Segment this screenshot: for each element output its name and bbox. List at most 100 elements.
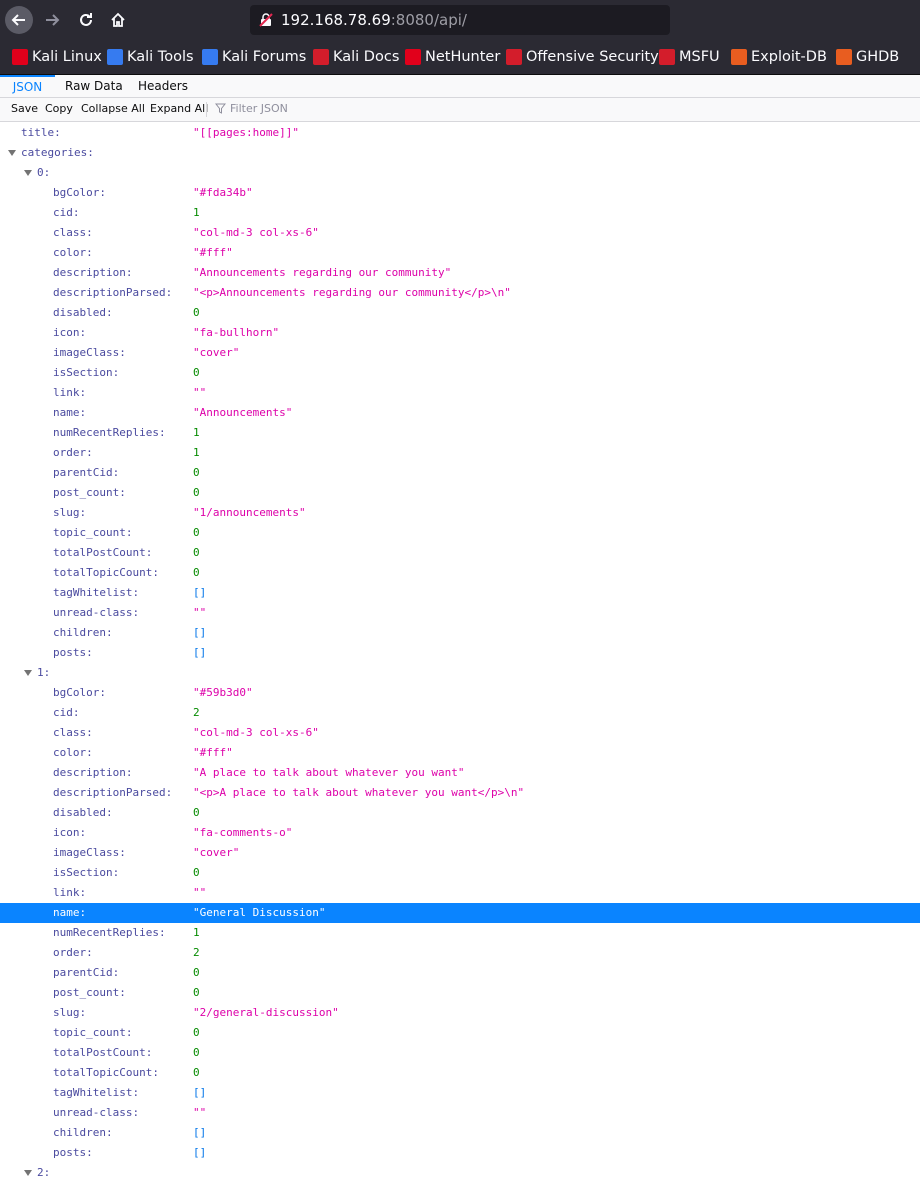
json-row[interactable]: bgColor:"#fda34b" [0, 183, 920, 203]
json-row[interactable]: title:"[[pages:home]]" [0, 123, 920, 143]
bookmark-kali-docs[interactable]: Kali Docs [313, 48, 399, 66]
filter-json-input[interactable]: Filter JSON [215, 102, 288, 115]
bookmark-label: MSFU [679, 49, 720, 65]
json-row[interactable]: 0: [0, 163, 920, 183]
expand-toggle-icon[interactable] [24, 1170, 32, 1176]
json-row[interactable]: cid:2 [0, 703, 920, 723]
json-row[interactable]: disabled:0 [0, 803, 920, 823]
json-row[interactable]: descriptionParsed:"<p>Announcements rega… [0, 283, 920, 303]
bookmark-ghdb[interactable]: GHDB [836, 48, 899, 66]
save-button[interactable]: Save [11, 102, 39, 115]
json-key: cid: [53, 706, 80, 719]
json-row[interactable]: order:2 [0, 943, 920, 963]
bookmark-offsec[interactable]: Offensive Security [506, 48, 659, 66]
json-row[interactable]: bgColor:"#59b3d0" [0, 683, 920, 703]
tab-headers[interactable]: Headers [138, 79, 188, 93]
json-key: imageClass: [53, 846, 126, 859]
toolbar-spacer [672, 0, 920, 40]
json-key: color: [53, 746, 93, 759]
json-value: [] [193, 1086, 207, 1099]
tab-json[interactable]: JSON [0, 75, 55, 97]
insecure-lock-icon[interactable] [259, 13, 273, 27]
expand-toggle-icon[interactable] [24, 170, 32, 176]
json-row[interactable]: categories: [0, 143, 920, 163]
bookmark-msfu[interactable]: MSFU [659, 48, 720, 66]
json-row[interactable]: link:"" [0, 883, 920, 903]
json-key: post_count: [53, 986, 126, 999]
json-value: 0 [193, 486, 200, 499]
json-key: topic_count: [53, 526, 133, 539]
json-row[interactable]: posts:[] [0, 1143, 920, 1163]
json-row[interactable]: disabled:0 [0, 303, 920, 323]
json-row[interactable]: totalPostCount:0 [0, 1043, 920, 1063]
json-row[interactable]: unread-class:"" [0, 1103, 920, 1123]
json-row[interactable]: color:"#fff" [0, 243, 920, 263]
json-row[interactable]: numRecentReplies:1 [0, 923, 920, 943]
json-row[interactable]: descriptionParsed:"<p>A place to talk ab… [0, 783, 920, 803]
json-row[interactable]: children: [] [0, 623, 920, 643]
ghdb-icon [836, 49, 852, 65]
json-row[interactable]: class:"col-md-3 col-xs-6" [0, 723, 920, 743]
json-key: imageClass: [53, 346, 126, 359]
json-row[interactable]: isSection:0 [0, 863, 920, 883]
json-row[interactable]: icon:"fa-bullhorn" [0, 323, 920, 343]
copy-button[interactable]: Copy [45, 102, 73, 115]
json-row[interactable]: color:"#fff" [0, 743, 920, 763]
json-row[interactable]: posts:[] [0, 643, 920, 663]
json-value: [] [193, 626, 207, 639]
json-row[interactable]: name:"Announcements" [0, 403, 920, 423]
bookmark-kali-tools[interactable]: Kali Tools [107, 48, 194, 66]
json-row[interactable]: tagWhitelist:[] [0, 1083, 920, 1103]
json-row[interactable]: parentCid:0 [0, 963, 920, 983]
forward-arrow-icon[interactable] [38, 6, 66, 34]
json-key: disabled: [53, 806, 113, 819]
json-row[interactable]: name:"General Discussion" [0, 903, 920, 923]
bookmark-kali-forums[interactable]: Kali Forums [202, 48, 306, 66]
json-row[interactable]: unread-class:"" [0, 603, 920, 623]
json-row[interactable]: imageClass:"cover" [0, 343, 920, 363]
json-row[interactable]: isSection:0 [0, 363, 920, 383]
json-key: children: [53, 626, 113, 639]
json-row[interactable]: children:[] [0, 1123, 920, 1143]
url-bar[interactable]: 192.168.78.69:8080/api/ [250, 5, 670, 35]
json-row[interactable]: cid:1 [0, 203, 920, 223]
json-row[interactable]: description:"A place to talk about whate… [0, 763, 920, 783]
bookmark-exploitdb[interactable]: Exploit-DB [731, 48, 827, 66]
bookmark-label: Exploit-DB [751, 49, 827, 65]
bookmark-nethunter[interactable]: NetHunter [405, 48, 500, 66]
url-text[interactable]: 192.168.78.69:8080/api/ [281, 11, 467, 29]
bookmark-kali[interactable]: Kali Linux [12, 48, 102, 66]
json-row[interactable]: totalTopicCount:0 [0, 563, 920, 583]
json-row[interactable]: post_count:0 [0, 983, 920, 1003]
json-row[interactable]: numRecentReplies:1 [0, 423, 920, 443]
json-row[interactable]: slug:"1/announcements" [0, 503, 920, 523]
json-key: descriptionParsed: [53, 286, 173, 299]
tab-raw-data[interactable]: Raw Data [65, 79, 123, 93]
json-row[interactable]: topic_count:0 [0, 1023, 920, 1043]
json-row[interactable]: tagWhitelist:[] [0, 583, 920, 603]
url-path: :8080/api/ [390, 11, 467, 29]
bookmark-label: GHDB [856, 49, 900, 65]
back-arrow-icon[interactable] [5, 6, 33, 34]
json-row[interactable]: order:1 [0, 443, 920, 463]
json-row[interactable]: 2: [0, 1163, 920, 1183]
json-row[interactable]: totalPostCount:0 [0, 543, 920, 563]
json-row[interactable]: post_count:0 [0, 483, 920, 503]
expand-toggle-icon[interactable] [8, 150, 16, 156]
json-row[interactable]: totalTopicCount:0 [0, 1063, 920, 1083]
json-row[interactable]: topic_count:0 [0, 523, 920, 543]
expand-toggle-icon[interactable] [24, 670, 32, 676]
json-row[interactable]: slug:"2/general-discussion" [0, 1003, 920, 1023]
collapse-all-button[interactable]: Collapse All [81, 102, 145, 115]
json-row[interactable]: icon:"fa-comments-o" [0, 823, 920, 843]
json-value: 1 [193, 926, 200, 939]
json-row[interactable]: imageClass:"cover" [0, 843, 920, 863]
json-row[interactable]: parentCid:0 [0, 463, 920, 483]
home-icon[interactable] [104, 6, 132, 34]
expand-all-button[interactable]: Expand All [150, 102, 209, 115]
json-row[interactable]: 1: [0, 663, 920, 683]
json-row[interactable]: description:"Announcements regarding our… [0, 263, 920, 283]
json-row[interactable]: link:"" [0, 383, 920, 403]
json-row[interactable]: class:"col-md-3 col-xs-6" [0, 223, 920, 243]
reload-icon[interactable] [72, 6, 100, 34]
